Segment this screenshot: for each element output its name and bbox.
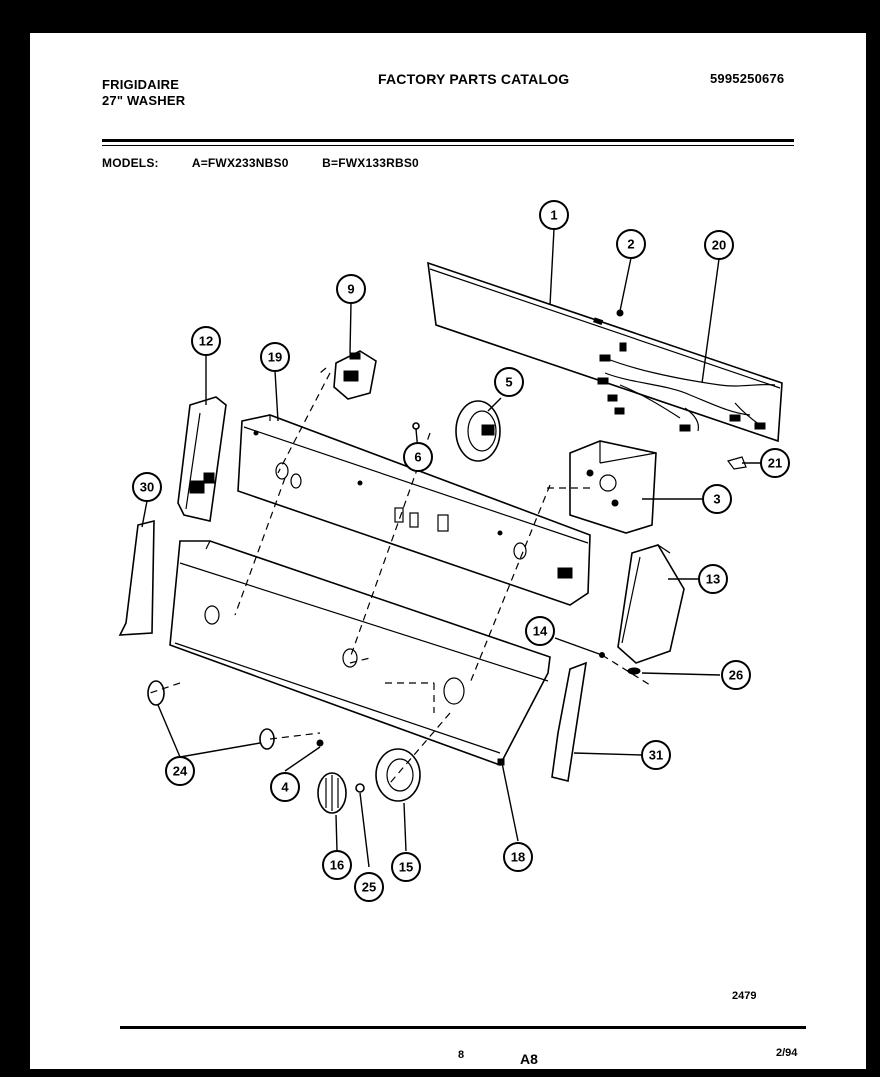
callout-12: 12 bbox=[191, 326, 221, 356]
callout-9: 9 bbox=[336, 274, 366, 304]
callout-2: 2 bbox=[616, 229, 646, 259]
callout-24: 24 bbox=[165, 756, 195, 786]
callout-25: 25 bbox=[354, 872, 384, 902]
callout-25-label: 25 bbox=[362, 880, 376, 895]
catalog-sheet: FRIGIDAIRE 27" WASHER FACTORY PARTS CATA… bbox=[30, 33, 866, 1069]
callout-6: 6 bbox=[403, 442, 433, 472]
switch-part bbox=[333, 350, 377, 400]
callout-20: 20 bbox=[704, 230, 734, 260]
bracket-part-21 bbox=[726, 456, 747, 470]
wire-harness-part bbox=[597, 342, 776, 432]
callout-1: 1 bbox=[539, 200, 569, 230]
callout-16: 16 bbox=[322, 850, 352, 880]
callout-12-label: 12 bbox=[199, 334, 213, 349]
callout-6-label: 6 bbox=[414, 450, 421, 465]
models-label: MODELS: bbox=[102, 156, 159, 170]
callout-30-label: 30 bbox=[140, 480, 154, 495]
leader-lines bbox=[141, 228, 761, 868]
callout-16-label: 16 bbox=[330, 858, 344, 873]
callout-1-label: 1 bbox=[550, 208, 557, 223]
section-code: A8 bbox=[520, 1051, 538, 1067]
catalog-number: 5995250676 bbox=[710, 71, 785, 86]
callout-15: 15 bbox=[391, 852, 421, 882]
right-trim-part bbox=[551, 661, 587, 782]
catalog-date: 2/94 bbox=[776, 1047, 798, 1059]
callout-21-label: 21 bbox=[768, 456, 782, 471]
left-trim-part bbox=[118, 519, 155, 636]
catalog-title: FACTORY PARTS CATALOG bbox=[378, 71, 570, 87]
callout-19: 19 bbox=[260, 342, 290, 372]
brand-name: FRIGIDAIRE bbox=[102, 77, 180, 92]
callout-26-label: 26 bbox=[729, 668, 743, 683]
callout-14-label: 14 bbox=[533, 624, 548, 639]
models-line: MODELS: A=FWX233NBS0 B=FWX133RBS0 bbox=[102, 156, 449, 170]
water-level-switch-part bbox=[569, 440, 657, 534]
callout-4: 4 bbox=[270, 772, 300, 802]
left-end-cap-part bbox=[177, 396, 227, 522]
footer-rule bbox=[120, 1026, 806, 1029]
callout-30: 30 bbox=[132, 472, 162, 502]
model-b: B=FWX133RBS0 bbox=[322, 156, 419, 170]
console-front-part bbox=[169, 540, 551, 766]
callout-2-label: 2 bbox=[627, 237, 634, 252]
model-a: A=FWX233NBS0 bbox=[191, 156, 289, 170]
clip-part-26 bbox=[627, 667, 641, 675]
callout-31: 31 bbox=[641, 740, 671, 770]
page-number: 8 bbox=[458, 1049, 465, 1061]
right-end-cap-part bbox=[617, 544, 685, 664]
callout-20-label: 20 bbox=[712, 238, 726, 253]
callout-3-label: 3 bbox=[713, 492, 720, 507]
callout-5-label: 5 bbox=[505, 375, 512, 390]
callout-18-label: 18 bbox=[511, 850, 525, 865]
header-rule-bottom bbox=[102, 145, 794, 146]
header-rule-top bbox=[102, 139, 794, 142]
callout-4-label: 4 bbox=[281, 780, 289, 795]
callout-14: 14 bbox=[525, 616, 555, 646]
callout-9-label: 9 bbox=[347, 282, 354, 297]
appliance-type: 27" WASHER bbox=[102, 93, 186, 108]
callout-18: 18 bbox=[503, 842, 533, 872]
callout-31-label: 31 bbox=[649, 748, 663, 763]
callout-13-label: 13 bbox=[706, 572, 720, 587]
callout-21: 21 bbox=[760, 448, 790, 478]
callout-24-label: 24 bbox=[173, 764, 188, 779]
callout-5: 5 bbox=[494, 367, 524, 397]
diagram-code: 2479 bbox=[732, 990, 757, 1002]
callout-19-label: 19 bbox=[268, 350, 282, 365]
timer-part bbox=[412, 400, 501, 462]
callout-26: 26 bbox=[721, 660, 751, 690]
callout-3: 3 bbox=[702, 484, 732, 514]
control-panel-part bbox=[237, 414, 591, 606]
callout-15-label: 15 bbox=[399, 860, 413, 875]
exploded-parts-diagram: 1 2 20 9 12 19 5 6 21 30 3 13 14 26 31 2… bbox=[118, 200, 790, 902]
callout-13: 13 bbox=[698, 564, 728, 594]
